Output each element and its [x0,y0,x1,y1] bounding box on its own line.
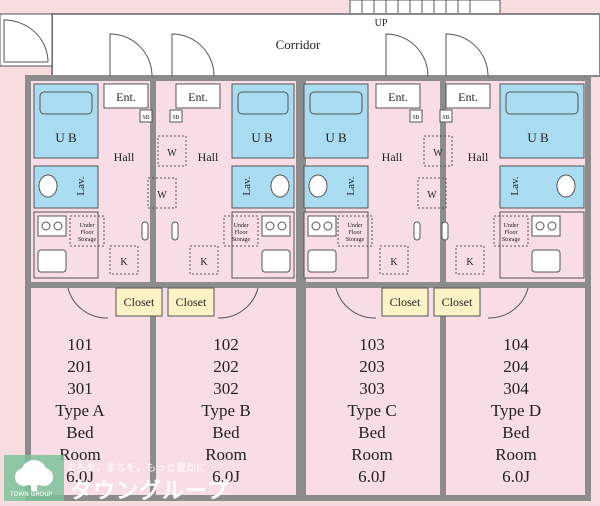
w-label-c: W [427,190,437,201]
uf-label-c1: Under [348,223,363,229]
lav-label-c: Lav. [345,176,357,195]
w-label-b: W [167,148,177,159]
k-label-d: K [466,257,474,268]
corridor [52,14,600,76]
k-label-a: K [120,257,128,268]
sb-label-c: SB [412,115,419,121]
uf-label-b2: Floor [234,230,247,236]
room-no-d1: 104 [503,335,529,354]
room-no-d2: 204 [503,357,529,376]
type-a: Type A [55,401,105,420]
k-label-c: K [390,257,398,268]
ent-label-b: Ent. [188,90,208,104]
room-d: Room [495,445,537,464]
uf-label-d2: Floor [504,230,517,236]
bed-c: Bed [358,423,386,442]
uf-label-a2: Floor [80,230,93,236]
uf-label-d3: Storage [502,237,521,243]
corridor-label: Corridor [276,37,321,52]
uf-label-b3: Storage [232,237,251,243]
ub-label-d: U B [527,130,549,145]
brand-small: TOWN GROUP [10,491,52,498]
brand-name: タウングループ [70,473,230,505]
hall-label-a: Hall [114,150,135,164]
ent-label-c: Ent. [388,90,408,104]
brand-watermark: まちを、まちを、もっと豊かに タウングループ TOWN GROUP [4,455,244,501]
w-label-d: W [433,148,443,159]
staircase [350,0,500,14]
room-no-c1: 103 [359,335,385,354]
room-no-b1: 102 [213,335,239,354]
sb-label-d: SB [442,115,449,121]
ub-label-c: U B [325,130,347,145]
closet-label-a: Closet [124,295,155,309]
hall-label-b: Hall [198,150,219,164]
uf-label-d1: Under [504,223,519,229]
sb-label-b: SB [172,115,179,121]
lav-label-b: Lav. [241,176,253,195]
room-no-c2: 203 [359,357,385,376]
ent-label-a: Ent. [116,90,136,104]
uf-label-b1: Under [234,223,249,229]
w-label-a: W [157,190,167,201]
entrance-door [0,14,52,66]
k-label-b: K [200,257,208,268]
hall-label-c: Hall [382,150,403,164]
ub-label-b: U B [251,130,273,145]
hall-label-d: Hall [468,150,489,164]
uf-label-a3: Storage [78,237,97,243]
type-d: Type D [491,401,541,420]
lav-label-d: Lav. [509,176,521,195]
uf-label-c2: Floor [348,230,361,236]
closet-label-b: Closet [176,295,207,309]
room-no-b3: 302 [213,379,239,398]
brand-tagline: まちを、まちを、もっと豊かに [66,459,206,474]
ub-label-a: U B [55,130,77,145]
size-d: 6.0J [502,467,530,486]
size-c: 6.0J [358,467,386,486]
uf-label-a1: Under [80,223,95,229]
lav-label-a: Lav. [75,176,87,195]
room-no-d3: 304 [503,379,529,398]
room-c: Room [351,445,393,464]
room-no-a3: 301 [67,379,93,398]
type-c: Type C [347,401,396,420]
room-no-c3: 303 [359,379,385,398]
bed-b: Bed [212,423,240,442]
room-no-b2: 202 [213,357,239,376]
closet-label-c: Closet [390,295,421,309]
sb-label-a: SB [142,115,149,121]
type-b: Type B [201,401,250,420]
ent-label-d: Ent. [458,90,478,104]
room-no-a2: 201 [67,357,93,376]
stair-up-label: UP [375,18,388,29]
room-no-a1: 101 [67,335,93,354]
uf-label-c3: Storage [346,237,365,243]
bed-a: Bed [66,423,94,442]
bed-d: Bed [502,423,530,442]
closet-label-d: Closet [442,295,473,309]
